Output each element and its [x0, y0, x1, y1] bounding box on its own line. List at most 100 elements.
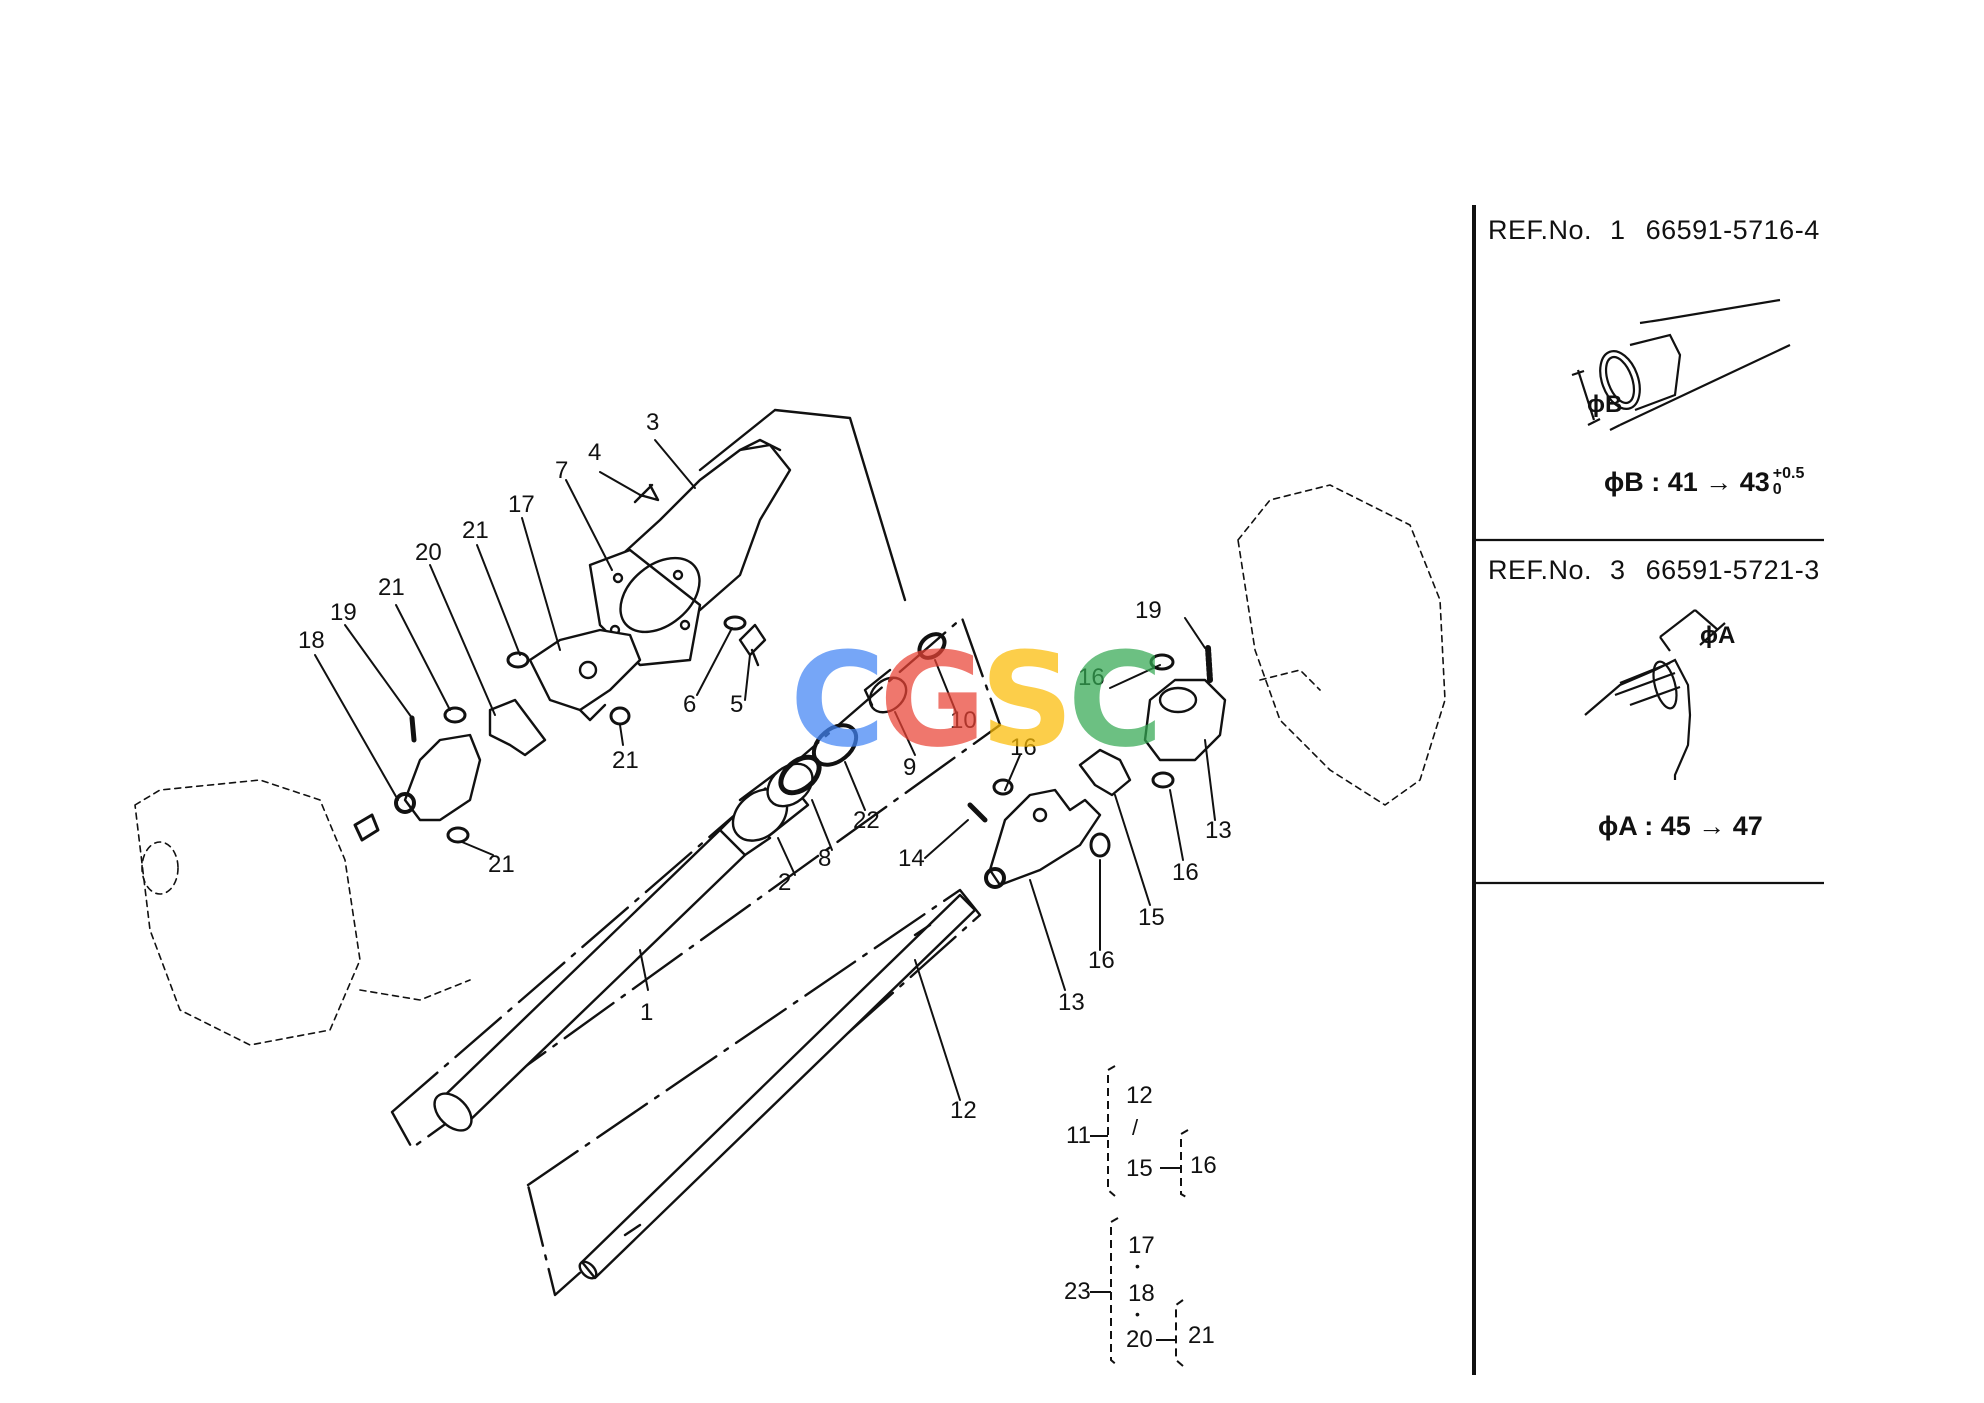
pin-14: [967, 802, 988, 823]
callout-16: 16: [1010, 734, 1037, 761]
callout-10: 10: [950, 707, 977, 734]
gearbox-housing: [134, 779, 471, 1046]
callout-13: 13: [1205, 817, 1232, 844]
ring-21-d: [446, 826, 470, 844]
callout-16: 16: [1172, 859, 1199, 886]
ring-21-b: [443, 706, 467, 724]
ref-1-number: 1: [1610, 215, 1626, 245]
ref-3-dimension: ϕA : 45 → 47: [1598, 811, 1763, 842]
ref-3-number: 3: [1610, 555, 1626, 585]
cross-15: [1078, 748, 1132, 797]
callout-17: 17: [508, 491, 535, 518]
spring-19-right: [1205, 645, 1213, 683]
ring-21-c: [609, 706, 631, 726]
callout-16: 16: [1078, 664, 1105, 691]
housing-a-illustration: [1584, 609, 1726, 780]
group-11-sep: /: [1132, 1115, 1139, 1140]
watermark-letter: S: [980, 624, 1074, 776]
ref-3-label: REF.No.: [1488, 555, 1593, 585]
group-23-item-21: 21: [1188, 1322, 1215, 1349]
group-11-label: 11: [1066, 1122, 1091, 1149]
yoke-13-lower: [984, 788, 1102, 889]
group-23-item-18: 18: [1128, 1280, 1155, 1307]
callout-12: 12: [950, 1097, 977, 1124]
leader-lines: [314, 439, 1216, 1101]
clamp-22: [811, 723, 859, 767]
phi-b-label: ϕB: [1587, 391, 1622, 418]
callout-15: 15: [1138, 904, 1165, 931]
callout-4: 4: [588, 439, 601, 466]
watermark-letters: CGSC: [790, 624, 1163, 776]
ring-16-b: [1149, 653, 1175, 671]
ref-1-tol-lower: 0: [1772, 481, 1782, 498]
callout-16: 16: [1088, 947, 1115, 974]
watermark-letter: C: [1067, 624, 1163, 776]
group-11-item-15: 15: [1126, 1155, 1153, 1182]
callout-22: 22: [853, 807, 880, 834]
ref-1-dimension: ϕB : 41 → 43 +0.5 0: [1604, 465, 1805, 498]
group-11-item-12: 12: [1126, 1082, 1153, 1109]
yoke-17: [528, 628, 642, 722]
transmission-housing: [1237, 484, 1446, 806]
callout-21: 21: [612, 747, 639, 774]
callout-21: 21: [488, 851, 515, 878]
pipe-b-illustration: [1571, 298, 1791, 431]
callout-13: 13: [1058, 989, 1085, 1016]
ring-16-d: [1089, 832, 1111, 858]
watermark: CGSC: [790, 635, 1210, 765]
callout-5: 5: [730, 691, 743, 718]
pin-19-left: [409, 715, 417, 743]
ref-3-title: REF.No. 3 66591-5721-3: [1488, 555, 1820, 586]
yoke-18: [394, 733, 482, 822]
callout-21: 21: [462, 517, 489, 544]
ref-3-dimension-text: ϕA : 45 → 47: [1598, 811, 1763, 841]
callout-20: 20: [415, 539, 442, 566]
callout-19: 19: [1135, 597, 1162, 624]
callout-6: 6: [683, 691, 696, 718]
group-23-item-20: 20: [1126, 1326, 1153, 1353]
phi-a-label: ϕA: [1700, 622, 1735, 649]
ref-panel-frame: ϕB ϕA: [1472, 205, 1824, 1375]
group-11-item-16: 16: [1190, 1152, 1217, 1179]
bolt-5: [738, 623, 767, 667]
group-23-dot-1: •: [1135, 1258, 1140, 1274]
callout-8: 8: [818, 845, 831, 872]
group-23-item-17: 17: [1128, 1232, 1155, 1259]
washer-6: [723, 615, 747, 631]
cross-20: [488, 698, 547, 757]
callout-7: 7: [555, 457, 568, 484]
callout-3: 3: [646, 409, 659, 436]
ref-1-tol-upper: +0.5: [1772, 465, 1805, 482]
shaft-12: [578, 893, 977, 1280]
callout-18: 18: [298, 627, 325, 654]
lock-nut: [353, 813, 380, 842]
ring-10: [917, 632, 947, 660]
ring-16-c: [1151, 771, 1175, 789]
ring-21-a: [506, 651, 530, 669]
callout-14: 14: [898, 845, 925, 872]
ref-1-dimension-text: ϕB : 41 → 43: [1604, 467, 1770, 497]
bolt-4: [633, 483, 660, 504]
group-brackets: [1107, 1065, 1189, 1367]
watermark-letter: G: [879, 624, 986, 776]
callout-21: 21: [378, 574, 405, 601]
callout-19: 19: [330, 599, 357, 626]
group-23-dot-2: •: [1135, 1306, 1140, 1322]
ring-16-a: [992, 778, 1014, 796]
housing-leader-bracket: [698, 408, 907, 602]
bushing-9: [868, 676, 908, 714]
group-23-label: 23: [1064, 1278, 1091, 1305]
ref-1-label: REF.No.: [1488, 215, 1593, 245]
shaft-1: [433, 808, 772, 1132]
ref-3-part-number: 66591-5721-3: [1645, 555, 1820, 585]
callout-1: 1: [640, 999, 653, 1026]
watermark-letter: C: [790, 624, 885, 776]
group-brackets-ticks: [1090, 1135, 1181, 1341]
shaft-12-outline-box: [526, 888, 982, 1297]
callout-9: 9: [903, 754, 916, 781]
